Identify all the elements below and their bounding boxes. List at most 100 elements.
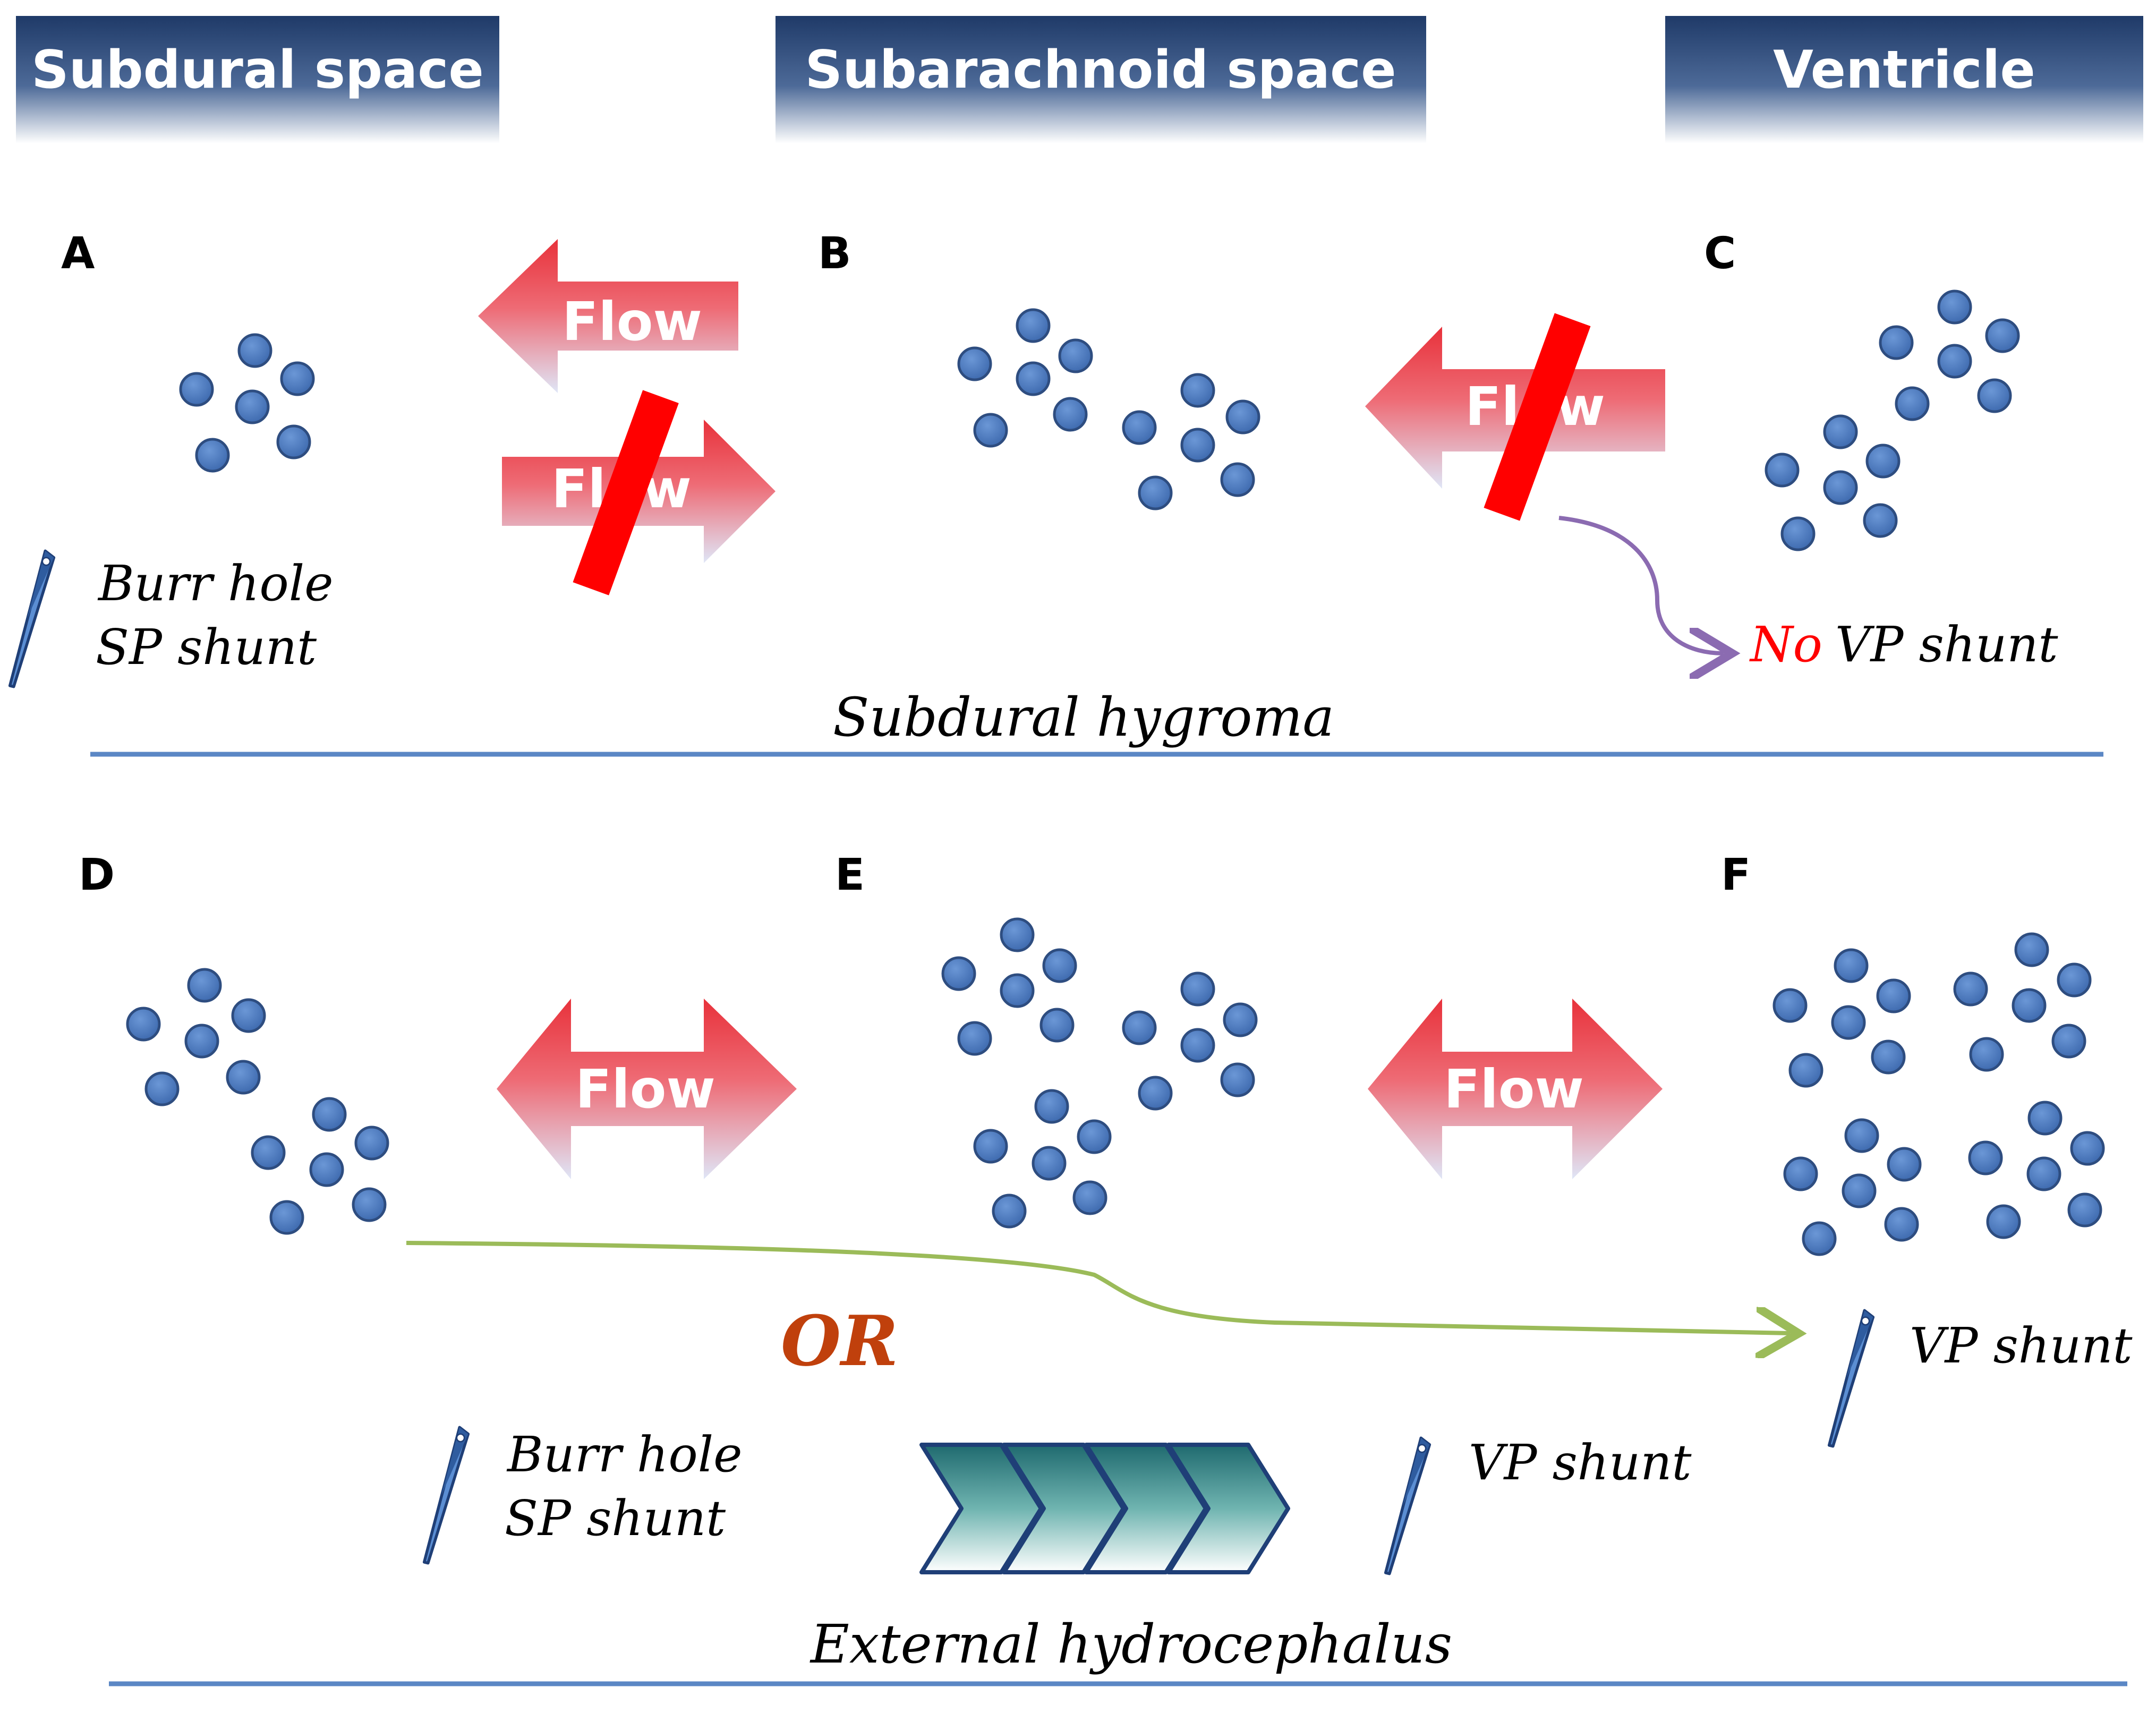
csf-dot bbox=[1977, 378, 2012, 413]
csf-dot bbox=[1937, 289, 1972, 325]
panel-label-f: F bbox=[1721, 850, 1751, 900]
panel-label-d: D bbox=[79, 850, 115, 900]
csf-dot bbox=[1887, 1147, 1922, 1182]
panel-label-e: E bbox=[835, 850, 865, 900]
csf-dot bbox=[195, 438, 230, 473]
csf-dot bbox=[1802, 1221, 1837, 1256]
flow-arrow-c-to-b-blocked: Flow bbox=[1365, 313, 1665, 521]
header-subarachnoid-label: Subarachnoid space bbox=[805, 40, 1396, 100]
header-subarachnoid: Subarachnoid space bbox=[776, 16, 1426, 143]
csf-dot bbox=[179, 372, 214, 407]
csf-dot bbox=[1016, 361, 1051, 396]
csf-dot bbox=[957, 346, 992, 381]
csf-dot bbox=[1969, 1037, 2004, 1072]
csf-dot bbox=[1077, 1119, 1112, 1154]
csf-dot bbox=[1844, 1118, 1879, 1153]
csf-dot bbox=[2057, 962, 2092, 998]
csf-dot bbox=[354, 1126, 389, 1161]
csf-dot bbox=[2026, 1156, 2061, 1191]
csf-dot bbox=[1180, 428, 1215, 463]
csf-dot bbox=[1042, 948, 1077, 983]
csf-dot-clusters bbox=[126, 289, 2105, 1256]
csf-dot bbox=[1968, 1140, 2003, 1175]
annotation-or: OR bbox=[781, 1300, 898, 1382]
csf-dot bbox=[1058, 338, 1093, 373]
green-long-arrow bbox=[406, 1241, 1790, 1333]
csf-dot bbox=[1834, 948, 1869, 983]
csf-dot bbox=[1000, 917, 1035, 952]
flow-label: Flow bbox=[575, 1058, 715, 1120]
chevron-progress-icon bbox=[919, 1443, 1290, 1574]
csf-dot bbox=[1034, 1089, 1069, 1124]
csf-dot bbox=[237, 333, 272, 368]
chevron-segment bbox=[919, 1443, 1043, 1574]
flow-arrow-d-e-bidirectional: Flow bbox=[497, 999, 797, 1179]
csf-dot bbox=[1871, 1039, 1906, 1075]
csf-dot bbox=[1788, 1053, 1823, 1088]
csf-dot bbox=[309, 1152, 344, 1187]
csf-dot bbox=[144, 1071, 180, 1106]
csf-dot bbox=[1863, 503, 1898, 538]
panel-label-b: B bbox=[818, 228, 851, 279]
csf-dot bbox=[1138, 475, 1173, 510]
csf-dot bbox=[1223, 1002, 1258, 1037]
scalpel-icon bbox=[1386, 1438, 1430, 1574]
csf-dot bbox=[184, 1024, 219, 1059]
flow-arrow-a-to-b-blocked: Flow bbox=[502, 390, 776, 595]
annotation-no: No bbox=[1749, 616, 1822, 673]
csf-dot bbox=[1072, 1180, 1107, 1215]
csf-dot bbox=[235, 389, 270, 424]
csf-dot bbox=[226, 1060, 261, 1095]
chevron-segment bbox=[1002, 1443, 1126, 1574]
csf-dot bbox=[251, 1135, 286, 1170]
csf-dot bbox=[1180, 373, 1215, 408]
csf-dot bbox=[992, 1194, 1027, 1229]
csf-dot bbox=[1000, 973, 1035, 1008]
header-ventricle: Ventricle bbox=[1665, 16, 2143, 143]
csf-dot bbox=[2027, 1101, 2063, 1136]
csf-dot bbox=[957, 1021, 992, 1056]
csf-dot bbox=[1865, 444, 1901, 479]
header-subdural: Subdural space bbox=[16, 16, 499, 143]
csf-dot bbox=[1765, 453, 1800, 488]
header-subdural-label: Subdural space bbox=[31, 40, 484, 100]
annotation-vp-shunt-bottom: VP shunt bbox=[1469, 1434, 1692, 1491]
chevron-segment bbox=[1166, 1443, 1290, 1574]
csf-dot bbox=[1016, 308, 1051, 343]
csf-dot bbox=[269, 1200, 304, 1235]
csf-dot bbox=[1180, 1028, 1215, 1063]
csf-dot bbox=[2014, 932, 2049, 967]
blocked-bar bbox=[573, 390, 679, 595]
blocked-bar bbox=[1484, 313, 1591, 521]
csf-dot bbox=[280, 361, 315, 396]
csf-dot bbox=[973, 1129, 1008, 1164]
csf-dot bbox=[2012, 988, 2047, 1023]
caption-subdural-hygroma: Subdural hygroma bbox=[833, 686, 1334, 748]
annotation-sp-shunt: SP shunt bbox=[96, 619, 317, 676]
panel-label-c: C bbox=[1704, 228, 1736, 279]
scalpel-icon bbox=[424, 1427, 468, 1563]
annotation-sp-shunt-bottom: SP shunt bbox=[505, 1490, 726, 1547]
header-ventricle-label: Ventricle bbox=[1773, 40, 2035, 100]
csf-dot bbox=[1953, 971, 1988, 1007]
csf-dot bbox=[1876, 978, 1911, 1013]
annotation-vp-shunt-top: VP shunt bbox=[1835, 616, 2059, 673]
purple-curved-arrow bbox=[1558, 516, 1724, 653]
csf-dot bbox=[1122, 410, 1157, 445]
csf-dot bbox=[1039, 1008, 1075, 1043]
csf-dot bbox=[126, 1007, 161, 1042]
csf-dot bbox=[1053, 397, 1088, 432]
csf-dot bbox=[276, 424, 311, 459]
csf-dot bbox=[1937, 344, 1972, 379]
csf-dot bbox=[1884, 1207, 1919, 1242]
csf-dot bbox=[1895, 386, 1930, 421]
csf-dot bbox=[187, 968, 222, 1003]
csf-dot bbox=[1220, 1062, 1255, 1097]
csf-dot bbox=[352, 1187, 387, 1222]
flow-label: Flow bbox=[562, 291, 702, 353]
csf-dot bbox=[1783, 1156, 1818, 1191]
csf-dot bbox=[1842, 1173, 1877, 1208]
csf-dot bbox=[231, 998, 266, 1033]
csf-dot bbox=[1220, 462, 1255, 497]
